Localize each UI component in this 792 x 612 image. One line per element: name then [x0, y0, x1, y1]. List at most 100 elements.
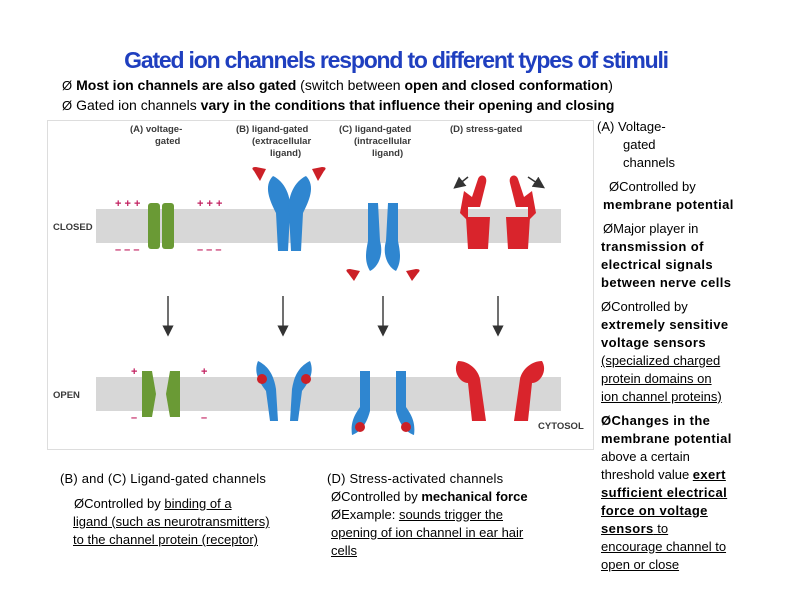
ion-channel-diagram: (A) voltage- gated (B) ligand-gated (ext… — [47, 120, 594, 450]
ligand-line: ligand (such as neurotransmitters) — [60, 513, 310, 531]
cytosol-label: CYTOSOL — [538, 421, 584, 432]
side-text: encourage channel to — [601, 539, 727, 554]
side-text: membrane potential — [603, 197, 734, 212]
plus-charges: + + + — [197, 198, 222, 210]
bullet-arrow-icon: Ø — [74, 496, 85, 511]
col-c-label: (intracellular — [354, 136, 411, 147]
open-label: OPEN — [53, 390, 80, 401]
stress-text: opening of ion channel in ear hair — [331, 525, 524, 540]
side-text: extremely sensitive — [601, 317, 729, 332]
intracellular-ligand — [346, 269, 360, 281]
plus-charges: + + + — [115, 198, 140, 210]
stress-text: cells — [331, 543, 358, 558]
bound-ligand — [355, 422, 365, 432]
stress-text: Controlled by — [341, 489, 422, 504]
bullet-text: Most ion channels are also gated — [76, 77, 297, 93]
bullet-text: open and closed conformation — [404, 77, 609, 93]
minus-charge: – — [131, 412, 137, 424]
minus-charges: – – – — [115, 244, 139, 256]
col-a-label: gated — [155, 136, 181, 147]
stress-text: mechanical force — [421, 489, 528, 504]
voltage-gated-channel-open — [142, 371, 180, 417]
stress-activated-notes: (D) Stress-activated channels ØControlle… — [327, 470, 567, 560]
side-text: Major player in — [613, 221, 699, 236]
plus-charge: + — [201, 366, 207, 378]
bullet-arrow-icon: Ø — [62, 98, 73, 113]
side-note-4: ØChanges in the — [597, 412, 757, 430]
col-b-label: (extracellular — [252, 136, 311, 147]
side-text: membrane potential — [601, 431, 732, 446]
ligand-text: binding of a — [164, 496, 232, 511]
stress-heading: (D) Stress-activated channels — [327, 471, 504, 486]
bound-ligand — [401, 422, 411, 432]
ligand-line: ØControlled by binding of a — [60, 495, 310, 513]
page-title: Gated ion channels respond to different … — [124, 47, 669, 73]
side-text: (specialized charged — [601, 353, 721, 368]
side-note-2: ØMajor player in — [597, 220, 757, 238]
bullet-text: Gated ion channels — [76, 97, 201, 113]
bullet-arrow-icon: Ø — [331, 489, 342, 504]
bullet-text: vary in the conditions that influence th… — [200, 97, 615, 113]
intracellular-ligand — [406, 269, 420, 281]
ligand-gated-intracellular-open — [351, 371, 415, 435]
side-text: Changes in the — [611, 413, 711, 428]
side-heading: channels — [623, 155, 676, 170]
side-heading: gated — [623, 137, 656, 152]
col-b-label: ligand) — [270, 148, 301, 159]
side-text: sufficient electrical — [601, 485, 728, 500]
force-arrow-icon — [527, 176, 545, 189]
ligand-text: (such as neurotransmitters) — [107, 514, 270, 529]
open-membrane — [96, 377, 561, 411]
ligand-text: to the channel protein (receptor) — [73, 532, 258, 547]
voltage-gated-channel-closed — [148, 203, 174, 249]
side-text: above a certain — [601, 449, 690, 464]
side-text: Controlled by — [611, 299, 688, 314]
bullet-arrow-icon: Ø — [601, 413, 612, 428]
ligand-gated-extracellular-closed — [267, 176, 312, 251]
extracellular-ligand — [312, 167, 326, 181]
side-note-3: ØControlled by — [597, 298, 757, 316]
ligand-heading: (B) and (C) Ligand-gated channels — [60, 471, 267, 486]
side-text: ion channel proteins) — [601, 389, 722, 404]
stress-text: Example: — [341, 507, 399, 522]
ligand-gated-intracellular-closed — [366, 203, 400, 271]
closed-label: CLOSED — [53, 222, 93, 233]
minus-charges: – – – — [197, 244, 221, 256]
bullet-arrow-icon: Ø — [331, 507, 342, 522]
side-text-line: threshold value exert — [597, 466, 757, 484]
side-text-line: sensors to — [597, 520, 757, 538]
bound-ligand — [301, 374, 311, 384]
bullet-text: ) — [608, 77, 613, 93]
side-text: sensors — [601, 521, 654, 536]
ligand-text: ligand — [73, 514, 108, 529]
col-b-label: (B) ligand-gated — [236, 124, 308, 135]
stress-line: ØExample: sounds trigger the — [327, 506, 567, 524]
side-text: electrical signals — [601, 257, 713, 272]
side-text: force on voltage — [601, 503, 708, 518]
ligand-gated-notes: (B) and (C) Ligand-gated channels ØContr… — [60, 470, 310, 549]
side-text: voltage sensors — [601, 335, 706, 350]
side-note-1: ØControlled by — [597, 178, 757, 196]
stress-gated-channel-closed — [460, 175, 536, 249]
col-d-label: (D) stress-gated — [450, 124, 523, 135]
ligand-text: Controlled by — [84, 496, 165, 511]
plus-charge: + — [131, 366, 137, 378]
minus-charge: – — [201, 412, 207, 424]
stress-text: sounds trigger the — [398, 507, 504, 522]
side-text: threshold value — [601, 467, 693, 482]
voltage-gated-notes: (A) Voltage- gated channels ØControlled … — [597, 118, 757, 574]
stress-gated-channel-open — [455, 361, 545, 421]
side-text: protein domains on — [601, 371, 712, 386]
bound-ligand — [257, 374, 267, 384]
side-text: between nerve cells — [601, 275, 732, 290]
side-text: open or close — [601, 557, 680, 572]
bullet-arrow-icon: Ø — [603, 221, 614, 236]
bullet-arrow-icon: Ø — [62, 78, 73, 93]
stress-line: ØControlled by mechanical force — [327, 488, 567, 506]
side-heading: (A) Voltage- — [597, 119, 666, 134]
bullet-text: (switch between — [296, 77, 405, 93]
ion-channel-figure: (A) voltage- gated (B) ligand-gated (ext… — [53, 124, 584, 435]
col-a-label: (A) voltage- — [130, 124, 182, 135]
